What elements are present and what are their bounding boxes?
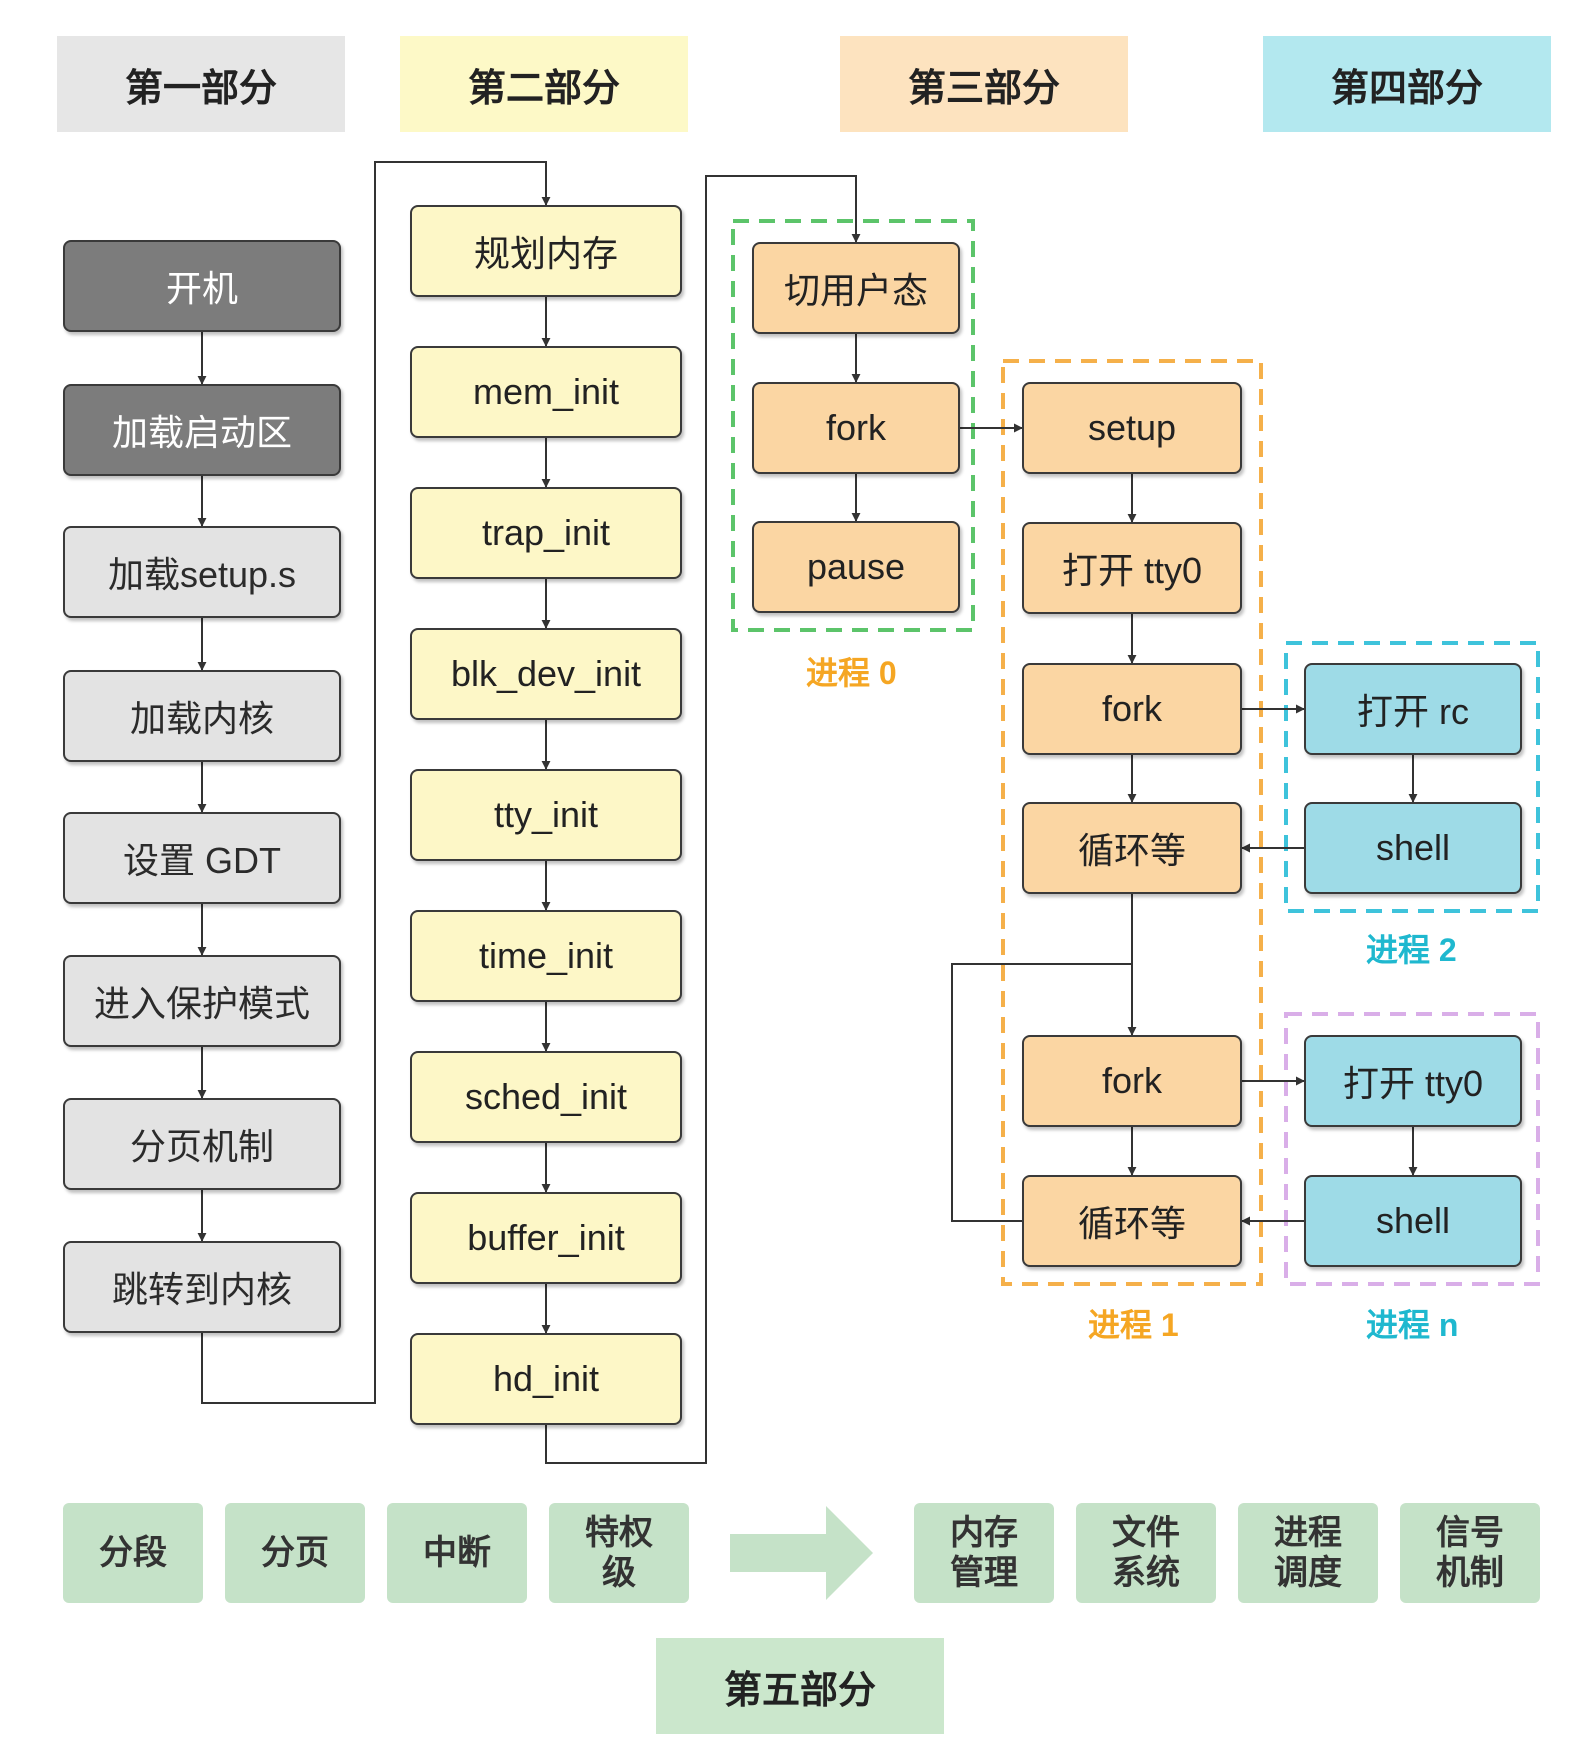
node-paging: 分页机制 xyxy=(63,1098,341,1190)
concept-process-scheduling: 进程 调度 xyxy=(1238,1503,1378,1603)
node-buffer-init: buffer_init xyxy=(410,1192,682,1284)
concept-interrupt: 中断 xyxy=(387,1503,527,1603)
node-pn-shell: shell xyxy=(1304,1175,1522,1267)
label-process0: 进程 0 xyxy=(806,655,897,691)
node-protected-mode: 进入保护模式 xyxy=(63,955,341,1047)
label-processN: 进程 n xyxy=(1366,1307,1459,1343)
node-load-bootsector: 加载启动区 xyxy=(63,384,341,476)
node-trap-init: trap_init xyxy=(410,487,682,579)
node-pause: pause xyxy=(752,521,960,613)
node-tty-init: tty_init xyxy=(410,769,682,861)
node-p0-fork: fork xyxy=(752,382,960,474)
node-setup: setup xyxy=(1022,382,1242,474)
node-blk-dev-init: blk_dev_init xyxy=(410,628,682,720)
node-open-rc: 打开 rc xyxy=(1304,663,1522,755)
concept-privilege-level: 特权 级 xyxy=(549,1503,689,1603)
node-p1-wait-loop-1: 循环等 xyxy=(1022,802,1242,894)
label-process1: 进程 1 xyxy=(1088,1307,1179,1343)
node-hd-init: hd_init xyxy=(410,1333,682,1425)
header-part1: 第一部分 xyxy=(57,36,345,132)
node-p1-fork-2: fork xyxy=(1022,1035,1242,1127)
node-plan-memory: 规划内存 xyxy=(410,205,682,297)
header-part4: 第四部分 xyxy=(1263,36,1551,132)
node-load-setup: 加载setup.s xyxy=(63,526,341,618)
concept-signal-mechanism: 信号 机制 xyxy=(1400,1503,1540,1603)
label-process2: 进程 2 xyxy=(1366,932,1457,968)
node-load-kernel: 加载内核 xyxy=(63,670,341,762)
node-set-gdt: 设置 GDT xyxy=(63,812,341,904)
node-boot: 开机 xyxy=(63,240,341,332)
node-sched-init: sched_init xyxy=(410,1051,682,1143)
node-mem-init: mem_init xyxy=(410,346,682,438)
node-jump-kernel: 跳转到内核 xyxy=(63,1241,341,1333)
header-part2: 第二部分 xyxy=(400,36,688,132)
concept-memory-management: 内存 管理 xyxy=(914,1503,1054,1603)
transition-arrow-icon xyxy=(730,1506,873,1600)
node-switch-user-mode: 切用户态 xyxy=(752,242,960,334)
concept-paging: 分页 xyxy=(225,1503,365,1603)
node-p2-shell: shell xyxy=(1304,802,1522,894)
node-p1-wait-loop-2: 循环等 xyxy=(1022,1175,1242,1267)
node-p1-open-tty0: 打开 tty0 xyxy=(1022,522,1242,614)
header-part3: 第三部分 xyxy=(840,36,1128,132)
concept-segmentation: 分段 xyxy=(63,1503,203,1603)
concept-file-system: 文件 系统 xyxy=(1076,1503,1216,1603)
node-p1-fork-1: fork xyxy=(1022,663,1242,755)
node-time-init: time_init xyxy=(410,910,682,1002)
header-part5: 第五部分 xyxy=(656,1638,944,1734)
node-pn-open-tty0: 打开 tty0 xyxy=(1304,1035,1522,1127)
